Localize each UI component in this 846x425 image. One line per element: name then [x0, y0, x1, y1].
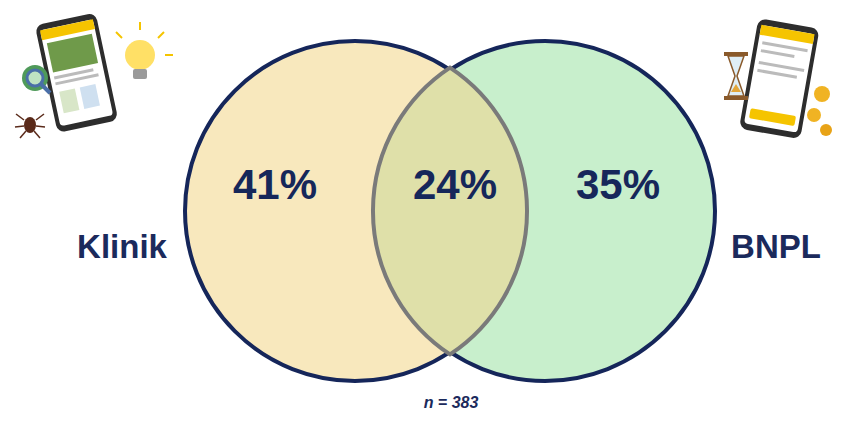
- percentage-value: 35%: [576, 164, 660, 206]
- sample-size-caption: n = 383: [424, 395, 479, 411]
- set-name: Klinik: [77, 230, 167, 263]
- overlap-value: 24%: [413, 164, 497, 206]
- percentage-value: 41%: [233, 164, 317, 206]
- bnpl-phone-icon: [724, 18, 832, 139]
- set-name: BNPL: [731, 230, 821, 263]
- klinik-phone-icon: [15, 12, 173, 138]
- overlap-lens: [373, 68, 527, 355]
- hourglass-icon: [724, 52, 748, 100]
